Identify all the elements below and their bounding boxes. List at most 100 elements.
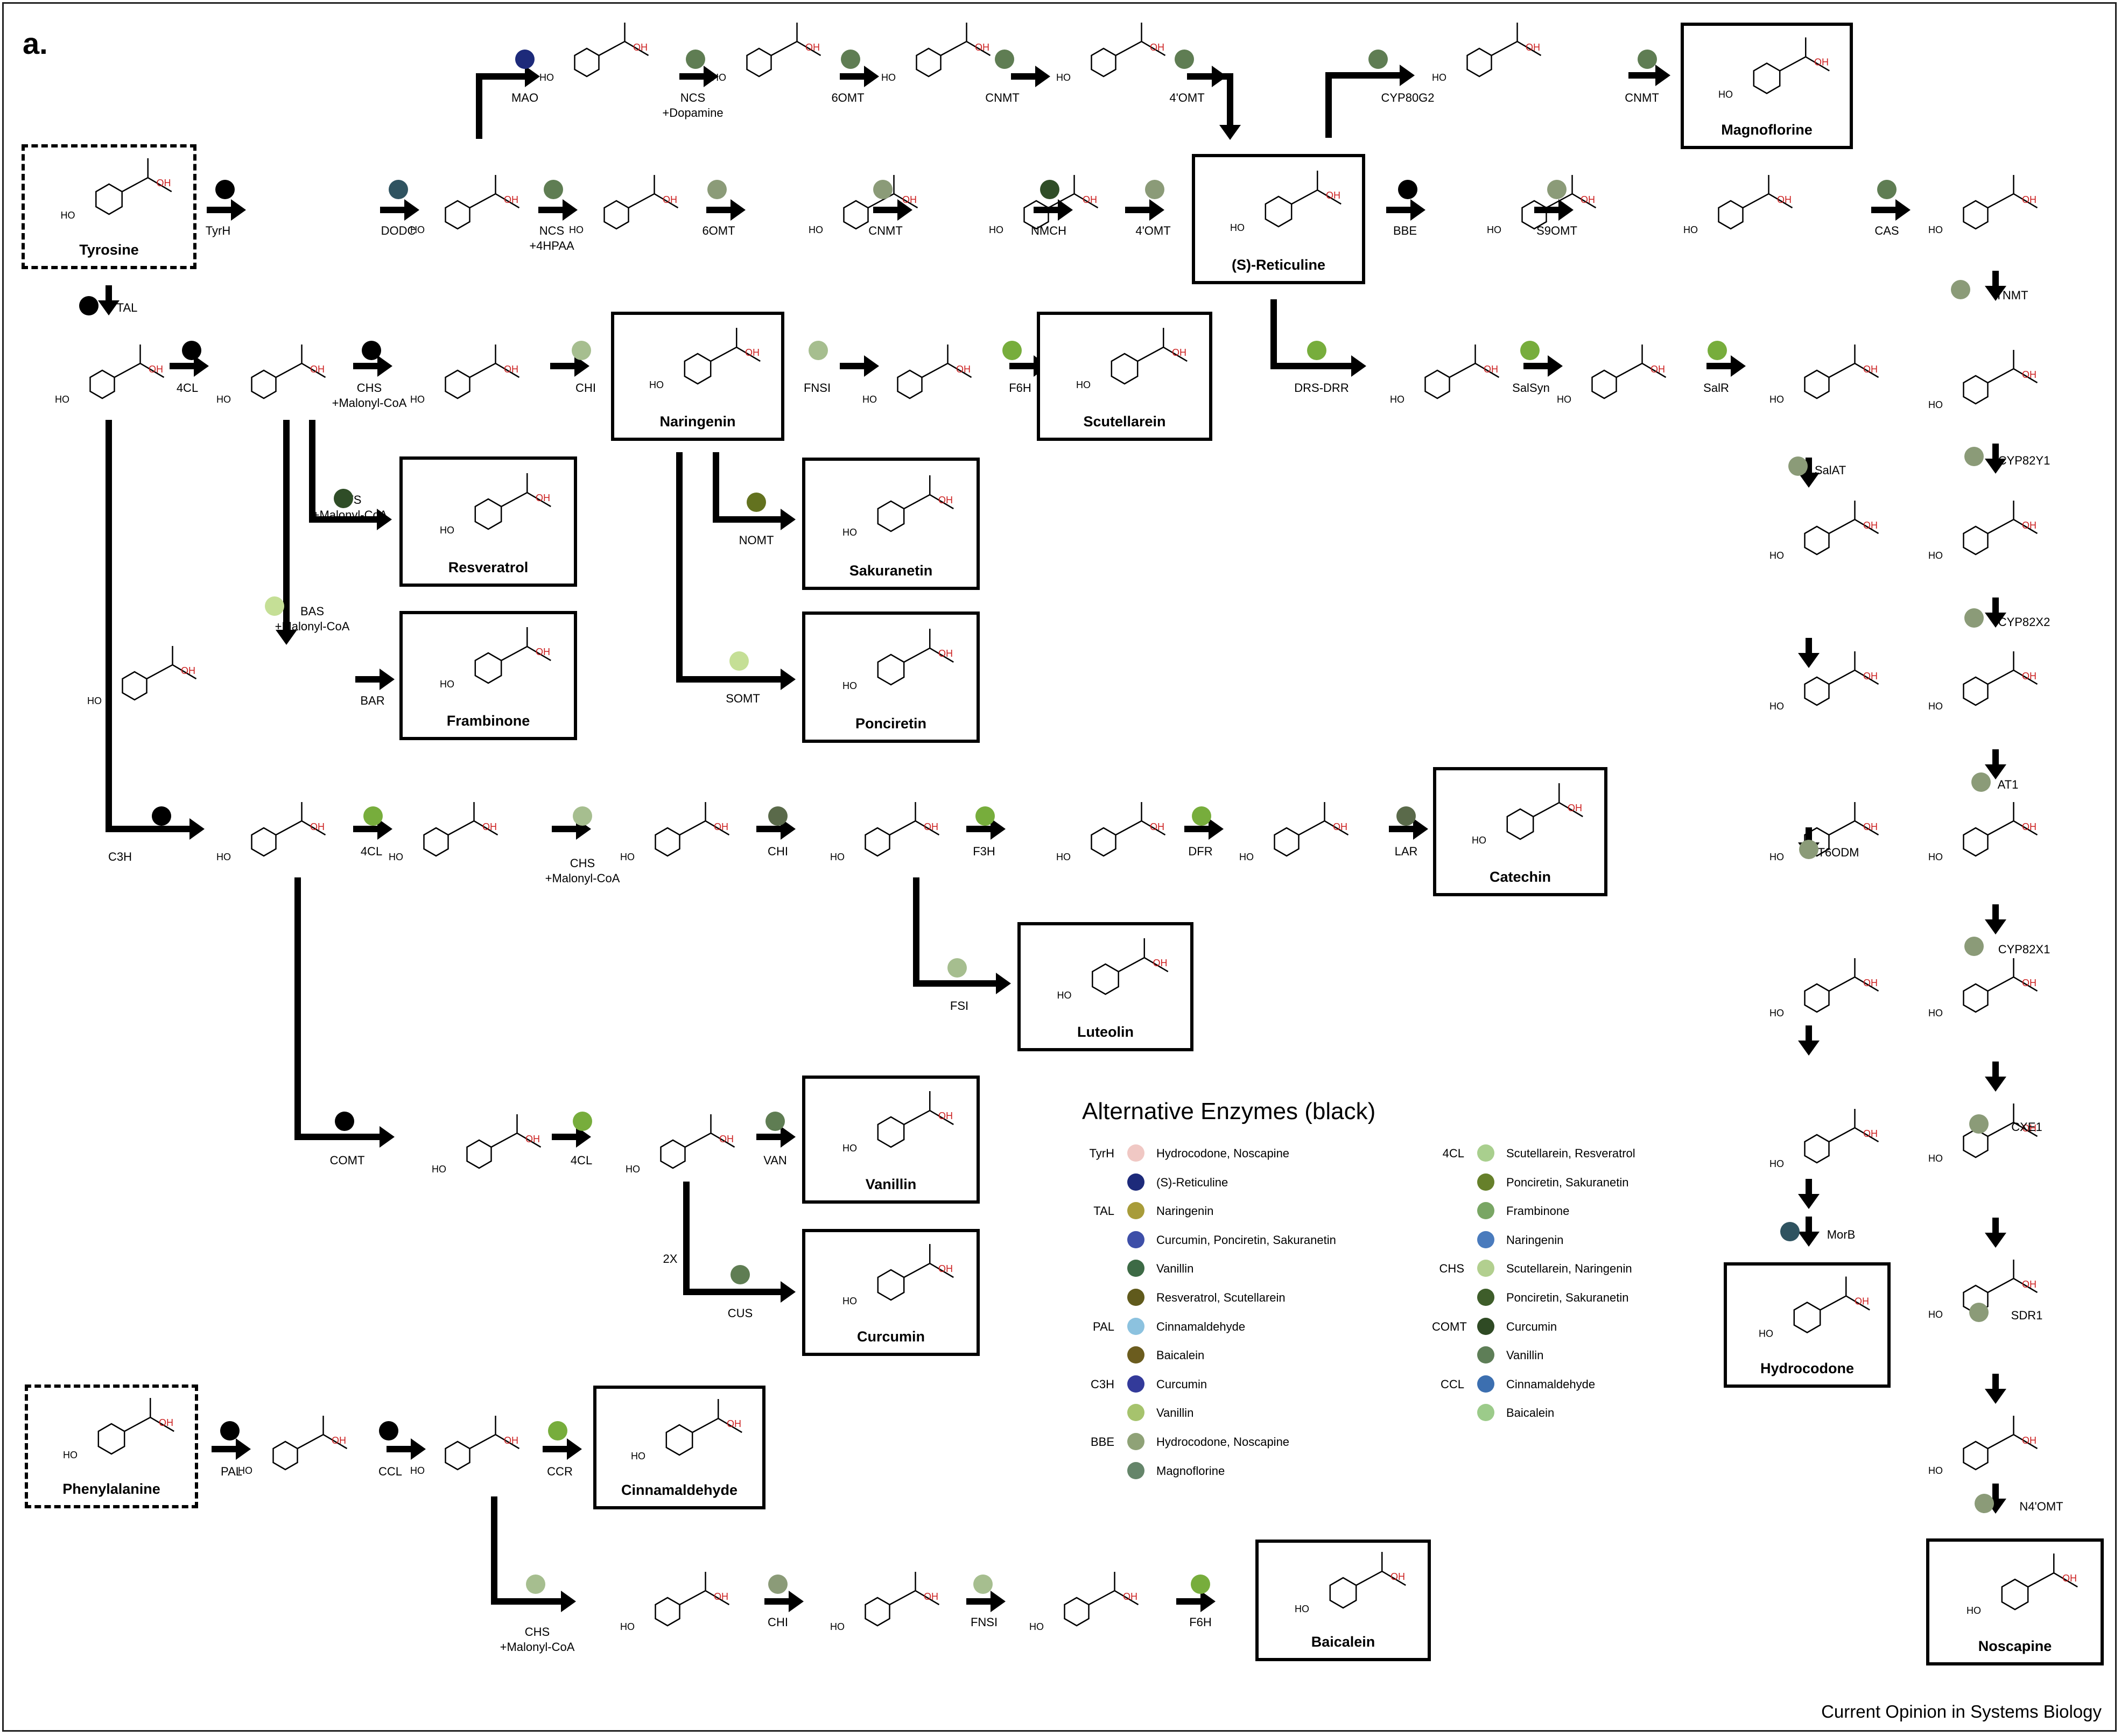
legend-row: Vanillin bbox=[1082, 1255, 1362, 1284]
reaction-arrow bbox=[713, 452, 781, 523]
svg-text:HO: HO bbox=[1928, 701, 1943, 712]
enzyme-label: COMT bbox=[329, 1154, 365, 1167]
reaction-arrow bbox=[676, 452, 781, 683]
legend-row: Magnoflorine bbox=[1082, 1458, 1362, 1487]
svg-text:HO: HO bbox=[989, 224, 1003, 235]
svg-text:OH: OH bbox=[1777, 194, 1792, 205]
enzyme-label: SDR1 bbox=[2011, 1309, 2043, 1322]
legend-color-dot bbox=[1477, 1288, 1494, 1306]
reaction-arrow bbox=[491, 1496, 561, 1605]
enzyme-color-dot bbox=[768, 806, 788, 826]
enzyme-color-dot bbox=[765, 1112, 785, 1131]
enzyme-color-dot bbox=[707, 180, 727, 199]
svg-text:HO: HO bbox=[1967, 1605, 1981, 1616]
svg-text:OH: OH bbox=[2022, 520, 2036, 531]
product-label: Hydrocodone bbox=[1760, 1360, 1854, 1376]
svg-text:HO: HO bbox=[389, 852, 403, 862]
enzyme-label: FNSI bbox=[970, 1615, 998, 1629]
legend-color-dot bbox=[1477, 1202, 1494, 1220]
enzyme-label: CHI bbox=[575, 381, 596, 395]
svg-text:OH: OH bbox=[956, 364, 971, 375]
arrow-head bbox=[1798, 1041, 1820, 1056]
svg-text:HO: HO bbox=[238, 1465, 252, 1476]
svg-text:HO: HO bbox=[63, 1450, 78, 1460]
svg-text:OH: OH bbox=[2022, 369, 2036, 380]
product-label: Ponciretin bbox=[855, 715, 927, 732]
enzyme-label: TNMT bbox=[1995, 289, 2028, 302]
svg-text:HO: HO bbox=[410, 1465, 425, 1476]
svg-text:OH: OH bbox=[714, 821, 728, 832]
enzyme-color-dot bbox=[809, 341, 828, 360]
enzyme-label: 6OMT bbox=[702, 224, 735, 237]
svg-text:HO: HO bbox=[620, 852, 635, 862]
svg-text:OH: OH bbox=[2062, 1573, 2077, 1584]
svg-text:OH: OH bbox=[1855, 1296, 1869, 1307]
product-label: Cinnamaldehyde bbox=[621, 1482, 738, 1498]
svg-text:OH: OH bbox=[2022, 671, 2036, 681]
enzyme-label: CNMT bbox=[868, 224, 903, 237]
svg-text:HO: HO bbox=[1718, 89, 1733, 100]
legend-products: Ponciretin, Sakuranetin bbox=[1506, 1290, 1629, 1304]
svg-text:HO: HO bbox=[410, 224, 425, 235]
enzyme-label: CHS +Malonyl-CoA bbox=[500, 1625, 575, 1654]
svg-text:OH: OH bbox=[504, 1435, 518, 1446]
enzyme-color-dot bbox=[1964, 608, 1984, 628]
legend-row: Curcumin, Ponciretin, Sakuranetin bbox=[1082, 1227, 1362, 1256]
enzyme-color-dot bbox=[362, 341, 381, 360]
svg-text:OH: OH bbox=[1526, 42, 1540, 53]
arrow-head bbox=[1035, 66, 1050, 87]
enzyme-color-dot bbox=[686, 50, 705, 69]
enzyme-label: NCS +4HPAA bbox=[529, 224, 574, 252]
enzyme-color-dot bbox=[973, 1575, 993, 1594]
enzyme-label: 6OMT bbox=[831, 91, 865, 104]
legend-enzyme: TAL bbox=[1093, 1204, 1114, 1218]
svg-text:OH: OH bbox=[1863, 520, 1878, 531]
arrow-head bbox=[864, 66, 879, 87]
svg-text:OH: OH bbox=[1568, 803, 1582, 813]
arrow-head bbox=[1149, 199, 1164, 221]
svg-text:OH: OH bbox=[1326, 190, 1340, 201]
legend-color-dot bbox=[1477, 1375, 1494, 1393]
svg-text:OH: OH bbox=[805, 42, 820, 53]
arrow-head bbox=[731, 199, 746, 221]
legend-enzyme: BBE bbox=[1090, 1435, 1114, 1449]
enzyme-color-dot bbox=[335, 1112, 354, 1131]
molecule-structure: HO OH bbox=[1967, 1554, 2078, 1616]
reaction-arrow bbox=[309, 420, 377, 523]
svg-text:OH: OH bbox=[745, 347, 760, 358]
svg-text:OH: OH bbox=[1863, 1128, 1878, 1139]
svg-text:HO: HO bbox=[1928, 1153, 1943, 1164]
legend-color-dot bbox=[1127, 1260, 1144, 1277]
svg-text:HO: HO bbox=[61, 210, 75, 221]
svg-text:OH: OH bbox=[938, 1111, 953, 1121]
svg-text:HO: HO bbox=[649, 379, 664, 390]
legend-products: Ponciretin, Sakuranetin bbox=[1506, 1175, 1629, 1189]
reaction-arrow bbox=[1187, 73, 1233, 125]
